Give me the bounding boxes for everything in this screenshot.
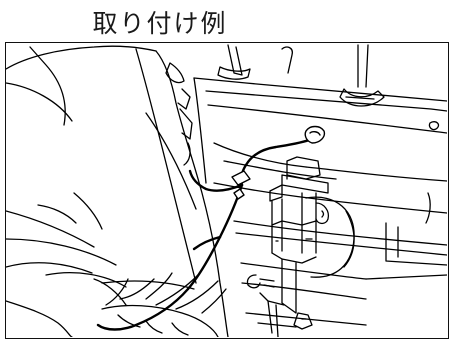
mount-bracket [246,156,330,337]
machine-panel [193,77,447,326]
installation-illustration-frame [5,42,449,339]
protective-cover [6,45,229,337]
installation-illustration [6,44,447,337]
cable-connector [231,125,326,200]
figure-caption: 取り付け例 [92,9,228,38]
top-levers [165,44,385,166]
